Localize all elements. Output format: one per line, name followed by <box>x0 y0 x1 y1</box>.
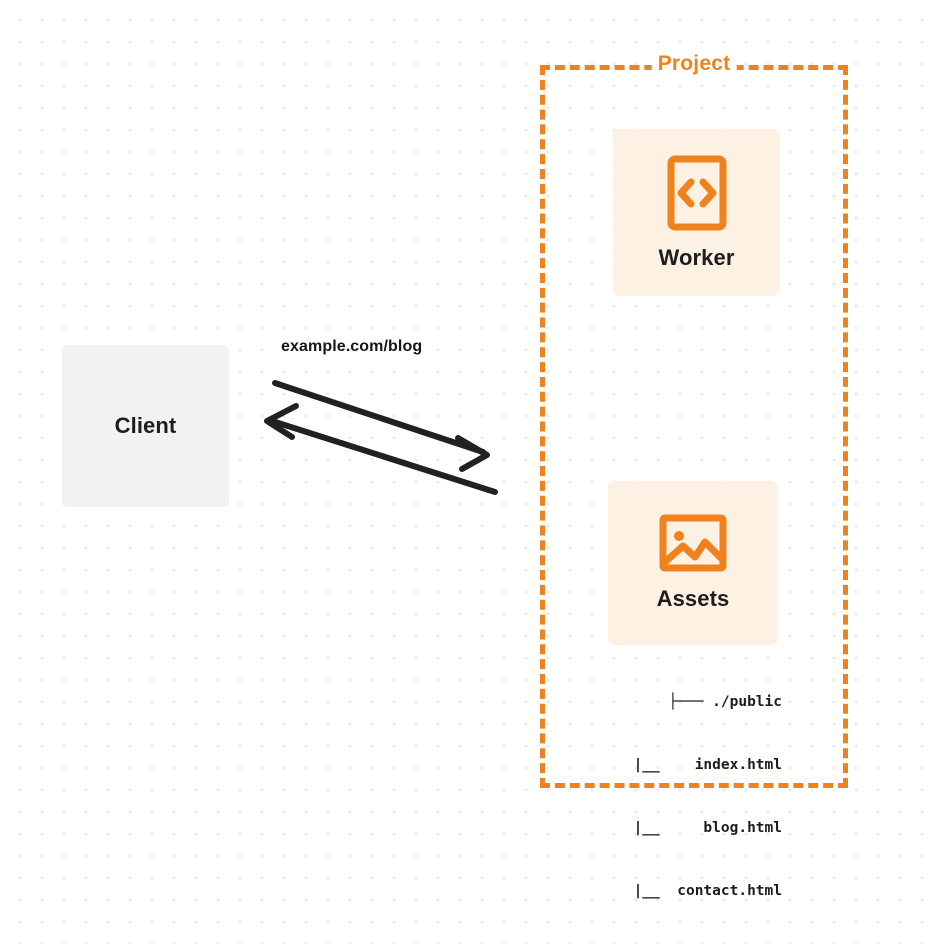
diagram-canvas: Client example.com/blog Project Worker <box>62 52 848 899</box>
file-tree-row: |__ index.html <box>607 757 782 773</box>
connection-arrows <box>264 380 498 495</box>
connection-label: example.com/blog <box>281 338 423 355</box>
assets-node-label: Assets <box>656 586 730 611</box>
assets-file-tree: ├─── ./public |__ index.html |__ blog.ht… <box>586 650 782 944</box>
image-picture-icon <box>659 514 727 572</box>
file-tree-row: |__ contact.html <box>607 883 782 899</box>
client-node-label: Client <box>114 413 177 438</box>
worker-node-label: Worker <box>658 244 735 270</box>
project-boundary: Project <box>540 52 848 788</box>
file-tree-row: |__ blog.html <box>607 820 782 836</box>
client-node[interactable]: Client <box>62 345 229 507</box>
worker-node[interactable]: Worker <box>613 129 780 296</box>
request-arrow <box>272 380 490 472</box>
project-title: Project <box>651 52 737 76</box>
response-arrow <box>264 403 498 495</box>
assets-node[interactable]: Assets <box>608 481 778 645</box>
file-tree-row: ├─── ./public <box>668 694 783 710</box>
code-brackets-document-icon <box>667 155 727 231</box>
